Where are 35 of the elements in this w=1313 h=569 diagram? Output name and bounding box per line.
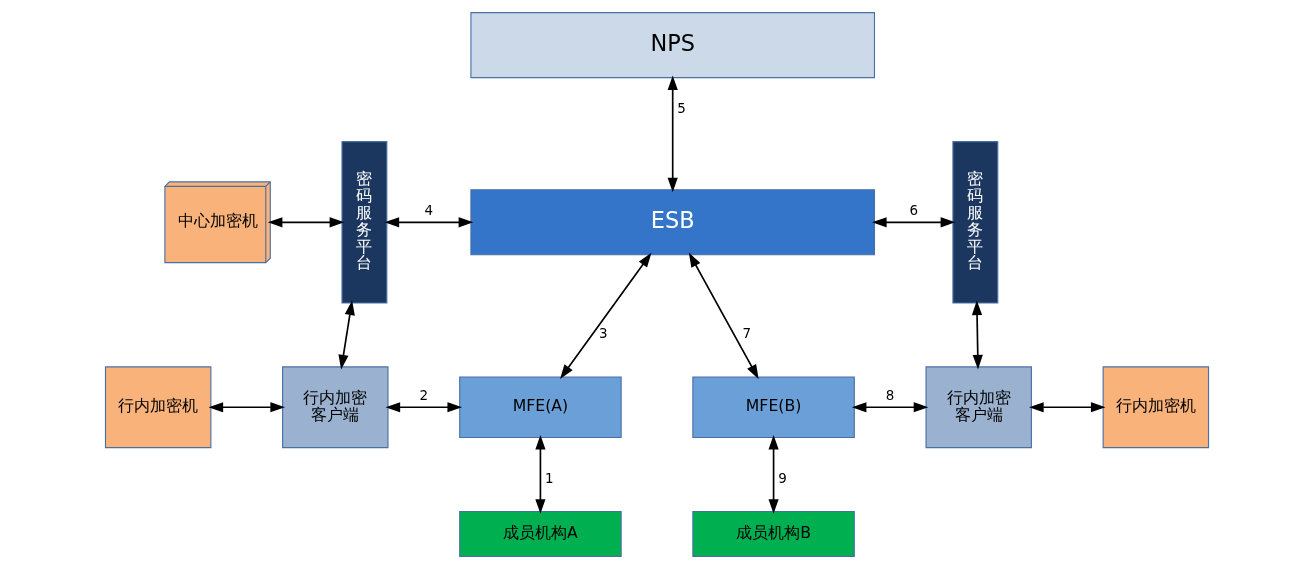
edge-label: 5 (676, 101, 686, 117)
arrow (688, 252, 759, 380)
node-box: 密码服务平台 (340, 141, 387, 304)
edge-label: 6 (908, 203, 918, 219)
node-box: 成员机构A (458, 510, 622, 557)
node-box: MFE(A) (458, 376, 622, 439)
arrow (871, 217, 955, 228)
node-box: 行内加密客户端 (924, 366, 1032, 449)
arrow (559, 252, 651, 379)
node-box: 密码服务平台 (951, 141, 998, 304)
arrow (851, 402, 928, 413)
arrow (667, 75, 678, 193)
arrow (385, 402, 462, 413)
node-box: MFE(B) (691, 376, 855, 439)
arrow (208, 402, 285, 413)
arrow (971, 300, 983, 370)
edge-label: 3 (598, 326, 607, 342)
arrow (534, 435, 546, 514)
edge-label: 2 (419, 388, 428, 404)
edge-label: 1 (544, 471, 554, 487)
edge-label: 4 (424, 203, 433, 219)
node-box: 行内加密机 (104, 366, 211, 449)
node-box: ESB (469, 189, 875, 256)
node-box: 行内加密机 (1102, 366, 1209, 449)
edge-label: 7 (741, 326, 751, 342)
node-box: 成员机构B (691, 510, 855, 557)
arrow (384, 217, 473, 228)
node-box: NPS (469, 12, 875, 79)
edge-label: 8 (885, 388, 894, 404)
arrow (767, 435, 779, 514)
node-box: 行内加密客户端 (281, 366, 389, 449)
edge-label: 9 (777, 471, 787, 487)
arrow (267, 217, 344, 228)
arrow (337, 300, 355, 370)
arrow (1028, 402, 1105, 413)
